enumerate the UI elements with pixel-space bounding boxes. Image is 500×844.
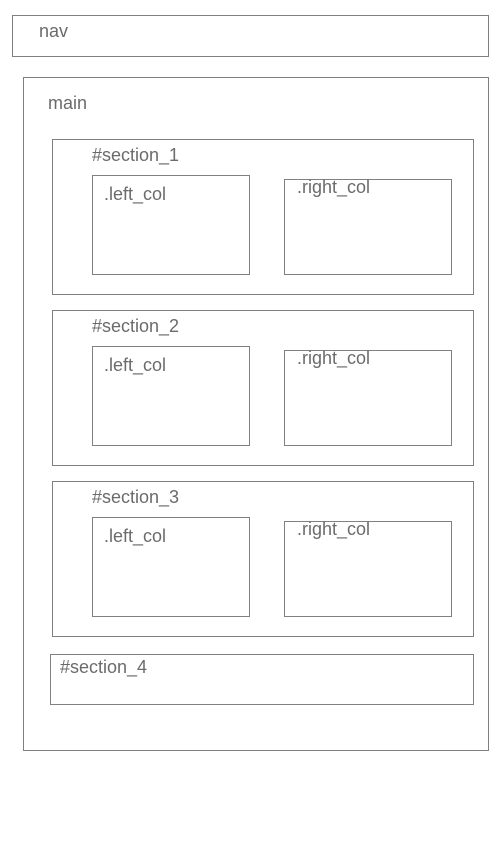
section-4-label: #section_4 (60, 657, 148, 677)
nav-box: nav (12, 15, 489, 57)
section-2-right-col-box: .right_col (284, 348, 452, 446)
section-3-box: #section_3 .left_col .right_col (52, 481, 474, 637)
section-1-box: #section_1 .left_col .right_col (52, 139, 474, 295)
left-col-label: .left_col (104, 184, 167, 204)
section-2-label: #section_2 (92, 316, 180, 336)
section-4-box: #section_4 (50, 654, 474, 705)
section-1-label: #section_1 (92, 145, 180, 165)
section-1-right-col-box: .right_col (284, 177, 452, 275)
section-3-label: #section_3 (92, 487, 180, 507)
section-2-box: #section_2 .left_col .right_col (52, 310, 474, 466)
left-col-label: .left_col (104, 355, 167, 375)
main-box: main #section_1 .left_col .right_col #se… (23, 77, 489, 751)
right-col-label: .right_col (297, 519, 371, 539)
main-label: main (48, 93, 88, 113)
section-3-left-col-box: .left_col (92, 517, 250, 617)
nav-label: nav (39, 21, 69, 41)
right-col-label: .right_col (297, 177, 371, 197)
section-3-right-col-box: .right_col (284, 519, 452, 617)
section-1-left-col-box: .left_col (92, 175, 250, 275)
right-col-label: .right_col (297, 348, 371, 368)
section-2-left-col-box: .left_col (92, 346, 250, 446)
left-col-label: .left_col (104, 526, 167, 546)
